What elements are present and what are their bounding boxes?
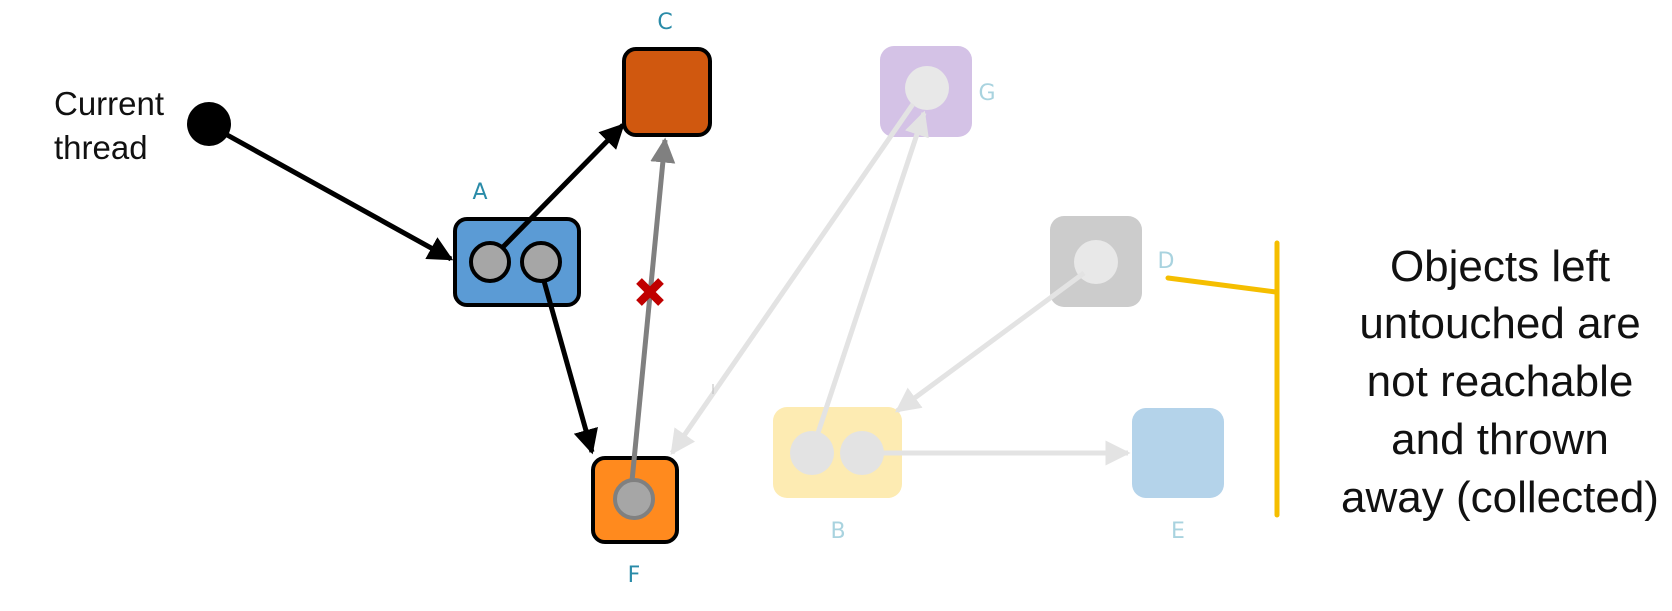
node-a: [453, 217, 581, 307]
edge-a-to-f: [541, 280, 598, 455]
node-g-label: G: [978, 81, 995, 106]
node-f-label: F: [628, 563, 641, 588]
current-thread-label-line2: thread: [54, 129, 148, 166]
node-c-label: C: [657, 10, 672, 35]
note-line-1: Objects left: [1390, 242, 1610, 291]
edge-a-to-c: [500, 123, 625, 250]
edge-d-to-b: [894, 270, 1086, 414]
node-a-reference-slot-1: [469, 241, 511, 283]
note-line-5: away (collected): [1341, 473, 1659, 522]
node-b-reference-slot-1: [790, 431, 834, 475]
node-e-label: E: [1171, 519, 1185, 544]
note-line-4: and thrown: [1391, 415, 1609, 464]
note-line-2: untouched are: [1359, 299, 1640, 348]
node-b-label: B: [830, 519, 845, 544]
edge-g-to-f: [669, 102, 916, 456]
node-g-reference-slot: [905, 66, 949, 110]
note-line-3: not reachable: [1367, 357, 1634, 406]
unreachable-bracket: [1165, 240, 1280, 518]
node-g: [880, 46, 972, 137]
node-d: [1050, 216, 1142, 307]
node-a-reference-slot-2: [520, 241, 562, 283]
node-b-reference-slot-2: [840, 431, 884, 475]
node-d-reference-slot: [1074, 240, 1118, 284]
collection-note: Objects left untouched are not reachable…: [1341, 242, 1659, 522]
node-b-box: [773, 407, 902, 498]
node-e-box: [1132, 408, 1224, 498]
red-x-icon: [636, 278, 664, 306]
node-e: [1132, 408, 1224, 498]
node-c: [622, 47, 712, 137]
node-d-label: D: [1158, 249, 1175, 274]
current-thread-label-line1: Current: [54, 85, 164, 122]
edge-b-to-g: [814, 110, 929, 437]
node-c-box: [622, 47, 712, 137]
node-a-box: [453, 217, 581, 307]
node-f-reference-slot: [613, 478, 655, 520]
node-b: [773, 407, 902, 498]
node-a-label: A: [472, 180, 487, 205]
current-thread-root: [187, 102, 231, 146]
edge-f-to-c-broken: [629, 137, 676, 482]
edge-thread-to-a: [218, 128, 454, 262]
